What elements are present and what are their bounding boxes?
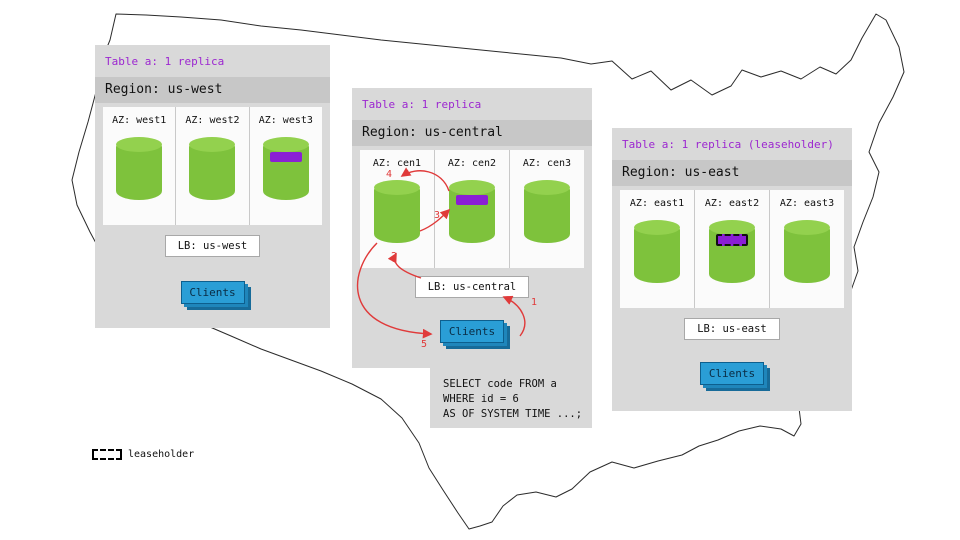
load-balancer-box: LB: us-east xyxy=(684,318,780,340)
az-label: AZ: east3 xyxy=(779,198,835,209)
table-replica-label: Table a: 1 replica xyxy=(105,55,225,68)
database-cylinder xyxy=(784,220,830,283)
table-replica-label: Table a: 1 replica xyxy=(362,98,482,111)
clients-box: Clients xyxy=(440,320,504,343)
database-cylinder xyxy=(524,180,570,243)
table-replica-label: Table a: 1 replica (leaseholder) xyxy=(622,138,834,151)
az-column-west2: AZ: west2 xyxy=(175,107,248,225)
az-column-west3: AZ: west3 xyxy=(248,107,322,225)
az-label: AZ: cen2 xyxy=(447,158,497,169)
az-label: AZ: east2 xyxy=(704,198,760,209)
az-column-east1: AZ: east1 xyxy=(620,190,694,308)
az-column-east2: AZ: east2 xyxy=(694,190,769,308)
clients-box: Clients xyxy=(180,281,245,304)
az-label: AZ: west3 xyxy=(258,115,313,126)
az-label: AZ: west2 xyxy=(185,115,240,126)
legend: leaseholder xyxy=(92,449,194,461)
database-cylinder xyxy=(374,180,420,243)
database-cylinder xyxy=(262,137,309,200)
az-label: AZ: east1 xyxy=(629,198,685,209)
replica-highlight xyxy=(456,195,488,205)
az-column-cen3: AZ: cen3 xyxy=(509,150,584,268)
database-cylinder xyxy=(709,220,755,283)
load-balancer-box: LB: us-central xyxy=(414,276,530,298)
load-balancer-box: LB: us-west xyxy=(164,235,261,257)
legend-label: leaseholder xyxy=(128,449,195,460)
sql-query-note: SELECT code FROM a WHERE id = 6 AS OF SY… xyxy=(430,368,592,428)
region-title: Region: us-west xyxy=(95,77,330,103)
region-panel-us-west: Table a: 1 replica Region: us-west AZ: w… xyxy=(95,45,330,328)
leaseholder-replica-highlight xyxy=(716,234,748,246)
sql-line: WHERE id = 6 xyxy=(443,393,519,405)
az-column-cen2: AZ: cen2 xyxy=(434,150,509,268)
region-panel-us-central: Table a: 1 replica Region: us-central AZ… xyxy=(352,88,592,368)
database-cylinder xyxy=(116,137,163,200)
az-column-west1: AZ: west1 xyxy=(103,107,175,225)
database-cylinder xyxy=(634,220,680,283)
replica-highlight xyxy=(269,152,302,162)
az-column-cen1: AZ: cen1 xyxy=(360,150,434,268)
az-label: AZ: cen3 xyxy=(522,158,572,169)
sql-line: AS OF SYSTEM TIME ...; xyxy=(443,408,583,420)
clients-box: Clients xyxy=(700,362,764,385)
leaseholder-marker-icon xyxy=(92,449,122,460)
sql-line: SELECT code FROM a xyxy=(443,378,557,390)
az-area: AZ: east1 AZ: east2 AZ: east3 xyxy=(620,190,844,308)
az-area: AZ: cen1 AZ: cen2 AZ: cen3 xyxy=(360,150,584,268)
az-label: AZ: west1 xyxy=(112,115,167,126)
region-title: Region: us-central xyxy=(352,120,592,146)
region-title: Region: us-east xyxy=(612,160,852,186)
az-area: AZ: west1 AZ: west2 AZ: west3 xyxy=(103,107,322,225)
database-cylinder xyxy=(189,137,236,200)
region-panel-us-east: Table a: 1 replica (leaseholder) Region:… xyxy=(612,128,852,411)
az-column-east3: AZ: east3 xyxy=(769,190,844,308)
az-label: AZ: cen1 xyxy=(372,158,422,169)
database-cylinder xyxy=(449,180,495,243)
